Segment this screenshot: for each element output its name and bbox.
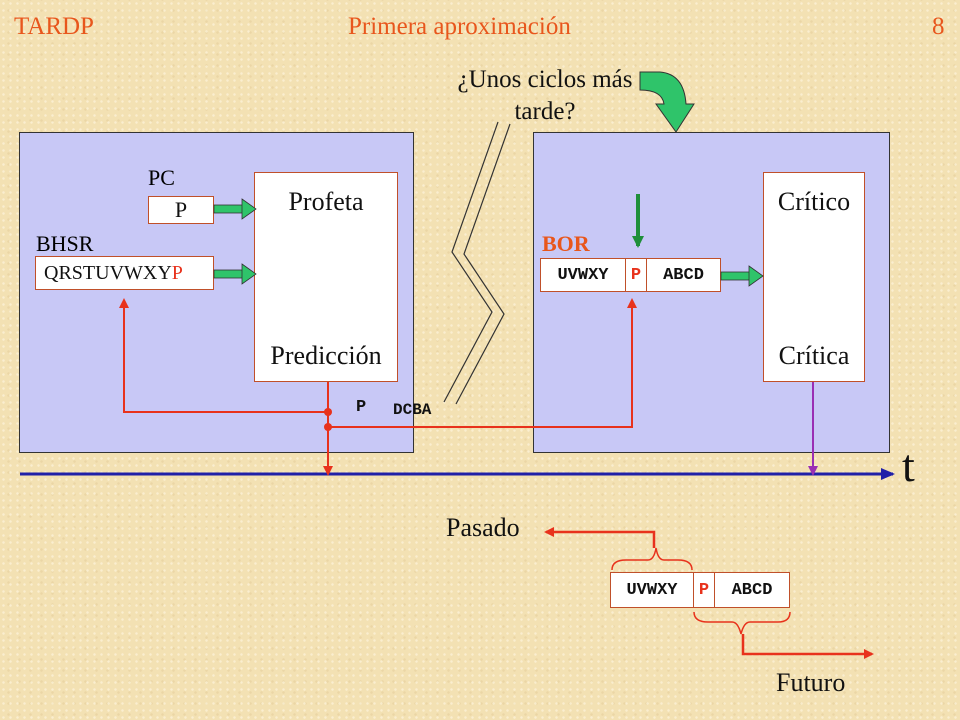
critico-critica: Crítica xyxy=(778,341,850,370)
bor-current-bit: P xyxy=(625,259,647,291)
slide-title: Primera aproximación xyxy=(348,13,571,40)
future-label: Futuro xyxy=(776,668,846,697)
time-break-line-1 xyxy=(443,121,499,403)
pc-label: PC xyxy=(148,165,175,190)
bor-older-bits: UVWXY xyxy=(557,265,609,285)
bor-newer-bits: ABCD xyxy=(663,265,704,285)
bor-register: UVWXY P ABCD xyxy=(540,258,721,292)
bor-label: BOR xyxy=(542,231,590,256)
critico-box xyxy=(763,172,865,382)
past-label: Pasado xyxy=(446,513,520,542)
bhsr-feedback-wire xyxy=(119,298,328,413)
delay-arrow xyxy=(639,71,695,133)
critico-title: Crítico xyxy=(777,187,851,216)
time-break-line-2 xyxy=(455,123,511,405)
bor-to-critico-arrow xyxy=(720,265,764,287)
history-future-bits: ABCD xyxy=(731,580,773,600)
history-register: UVWXY P ABCD xyxy=(610,572,790,608)
header-left: TARDP xyxy=(14,13,94,40)
bus-p-label: P xyxy=(356,398,367,417)
history-past-bits: UVWXY xyxy=(626,580,678,600)
page-number: 8 xyxy=(932,13,945,40)
time-axis-label: t xyxy=(902,440,915,491)
profeta-box xyxy=(254,172,398,382)
junction-dot-1 xyxy=(324,408,332,416)
bhsr-to-profeta-arrow xyxy=(213,263,257,285)
question-text: ¿Unos ciclos más tarde? xyxy=(457,66,633,125)
bor-feed-wire xyxy=(328,298,637,428)
bus-stream-label: DCBA xyxy=(393,401,432,419)
past-brace xyxy=(611,547,693,571)
bhsr-label: BHSR xyxy=(36,231,94,256)
past-arrow xyxy=(544,527,656,548)
pc-to-profeta-arrow xyxy=(213,198,257,220)
bhsr-register: QRSTUVWXYP xyxy=(35,256,214,290)
history-current-bit: P xyxy=(693,573,715,607)
future-brace xyxy=(693,611,791,635)
junction-dot-2 xyxy=(324,423,332,431)
profeta-title: Profeta xyxy=(288,187,364,216)
pc-register: P xyxy=(148,196,214,224)
profeta-prediction: Predicción xyxy=(270,341,382,370)
bhsr-newest-bit: P xyxy=(171,262,183,284)
future-arrow xyxy=(741,634,874,659)
bhsr-history: QRSTUVWXY xyxy=(44,262,172,284)
